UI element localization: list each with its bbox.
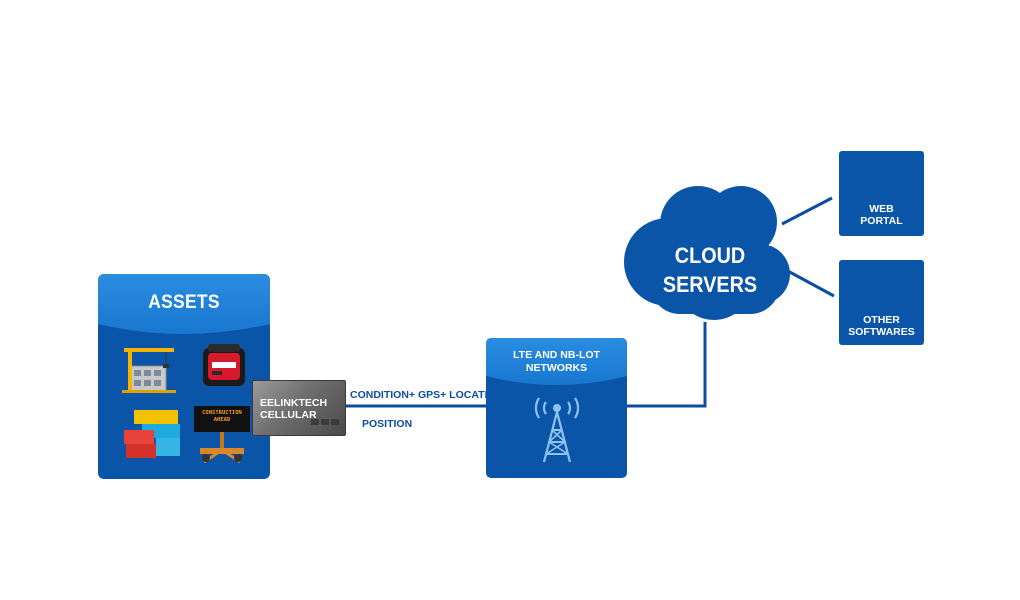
device-label: EELINKTECH CELLULAR <box>260 397 327 421</box>
assets-title: ASSETS <box>148 292 220 313</box>
link-bottom-label: POSITION <box>362 418 413 430</box>
web-portal-line1: WEB <box>869 203 894 215</box>
network-header: LTE AND NB-LOT NETWORKS <box>486 338 627 386</box>
assets-panel: ASSETS CON <box>98 274 270 479</box>
link-top-label: CONDITION+ GPS+ LOCATION <box>350 389 504 401</box>
cloud-title: CLOUD SERVERS <box>647 241 773 299</box>
generator-icon <box>203 344 245 386</box>
cloud-to-web-portal-line <box>781 196 833 226</box>
tracker-device: EELINKTECH CELLULAR <box>252 380 346 436</box>
web-portal-label: WEB PORTAL <box>839 203 924 227</box>
other-softwares-box: OTHER SOFTWARES <box>839 260 924 345</box>
web-portal-line2: PORTAL <box>860 215 903 227</box>
construction-crane-icon <box>122 348 176 393</box>
other-softwares-line2: SOFTWARES <box>848 326 915 338</box>
network-title-line1: LTE AND NB-LOT <box>513 349 600 361</box>
device-label-line2: CELLULAR <box>260 409 317 421</box>
network-header-curve <box>486 376 627 386</box>
cloud-title-line2: SERVERS <box>662 272 758 297</box>
sign-text: CONSTRUCTION AHEAD <box>202 410 242 423</box>
device-indicator <box>311 419 319 425</box>
shipping-containers-icon <box>124 410 180 458</box>
network-title: LTE AND NB-LOT NETWORKS <box>486 349 627 375</box>
web-portal-box: WEB PORTAL <box>839 151 924 236</box>
network-title-line2: NETWORKS <box>525 362 588 374</box>
device-indicator <box>331 419 339 425</box>
network-panel: LTE AND NB-LOT NETWORKS <box>486 338 627 478</box>
device-indicator <box>321 419 329 425</box>
cell-tower-icon <box>534 397 580 463</box>
cloud-title-line1: CLOUD <box>674 243 746 268</box>
assets-header-curve <box>98 324 270 336</box>
construction-sign-icon <box>194 406 250 464</box>
other-softwares-label: OTHER SOFTWARES <box>839 314 924 338</box>
assets-header: ASSETS <box>98 274 270 336</box>
cloud-to-other-softwares-line <box>785 268 835 298</box>
device-label-line1: EELINKTECH <box>260 397 328 409</box>
network-to-cloud-line <box>626 322 707 408</box>
other-softwares-line1: OTHER <box>863 314 900 326</box>
